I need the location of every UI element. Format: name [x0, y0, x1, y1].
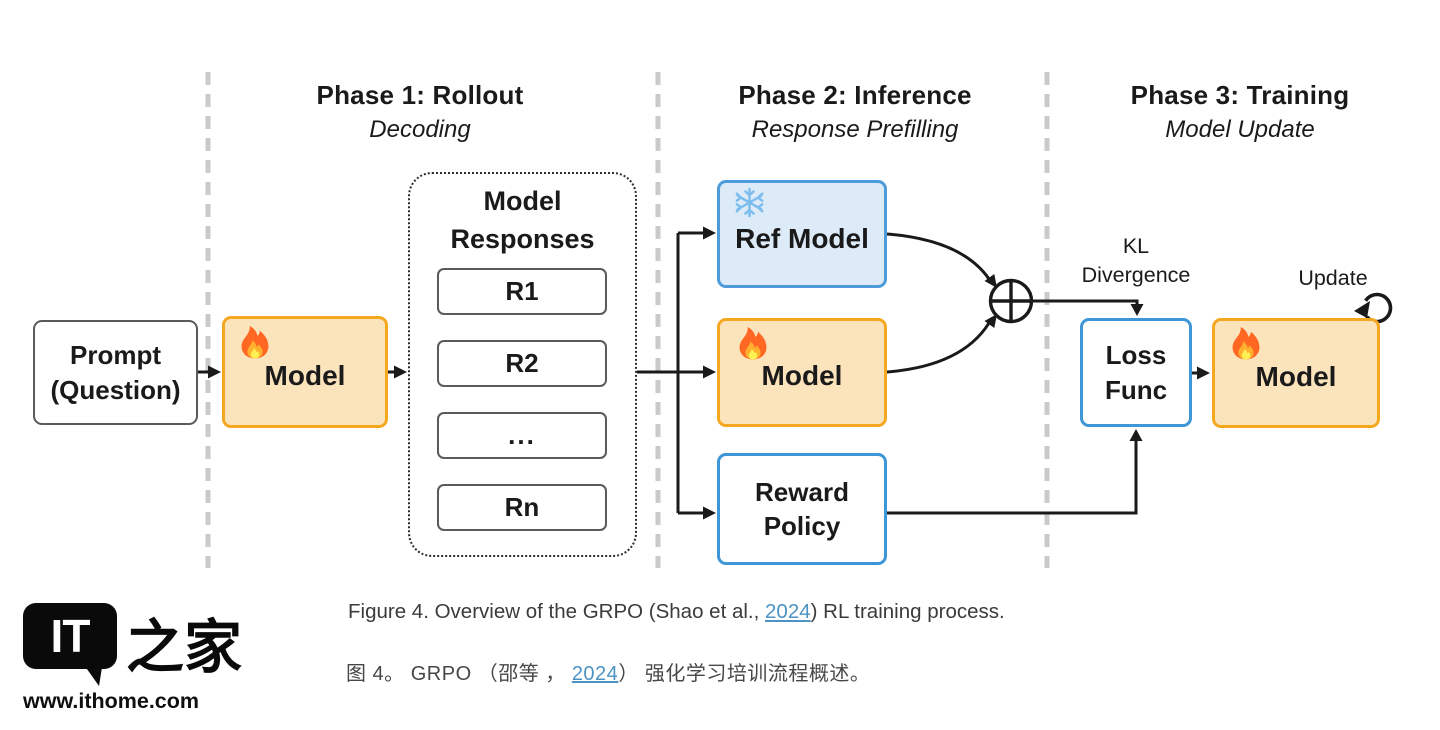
- response-label: ...: [508, 420, 536, 451]
- loss-func-box: Loss Func: [1080, 318, 1192, 427]
- response-item-r1: R1: [437, 268, 607, 315]
- ithome-logo-it-text: IT: [50, 610, 91, 662]
- response-label: R1: [505, 276, 539, 307]
- caption-cn-prefix: 图 4。 GRPO （邵等 ，: [346, 663, 572, 685]
- phase-1-subtitle: Decoding: [369, 116, 471, 143]
- prompt-line1: Prompt: [70, 340, 161, 371]
- flow-arrows: [198, 231, 1200, 515]
- loss-func-line1: Loss: [1105, 340, 1167, 371]
- phase-3-title: Phase 3: Training: [1130, 80, 1350, 110]
- citation-link-2024-cn[interactable]: 2024: [571, 663, 619, 685]
- response-label: R2: [505, 348, 539, 379]
- caption-en-prefix: Figure 4. Overview of the GRPO (Shao et …: [348, 600, 766, 623]
- ithome-logo-brand-text: 之家: [126, 613, 243, 681]
- phase-1-header: Phase 1: Rollout Decoding: [250, 80, 590, 144]
- kl-label-line2: Divergence: [1081, 263, 1191, 287]
- model-responses-title-line1: Model: [483, 186, 562, 216]
- phase-2-title: Phase 2: Inference: [738, 80, 972, 110]
- phase-3-header: Phase 3: Training Model Update: [1070, 80, 1410, 144]
- phase-separator-lines: [205, 72, 1050, 568]
- reward-policy-line1: Reward: [755, 476, 849, 507]
- update-label: Update: [1298, 266, 1368, 290]
- figure-caption-english: Figure 4. Overview of the GRPO (Shao et …: [348, 600, 1005, 624]
- prompt-box: Prompt (Question): [33, 320, 198, 425]
- rollout-model-label: Model: [264, 359, 346, 391]
- response-item-ellipsis: ...: [437, 412, 607, 459]
- inference-model-label: Model: [761, 360, 843, 392]
- reward-policy-box: Reward Policy: [717, 453, 887, 565]
- response-item-r2: R2: [437, 340, 607, 387]
- kl-label-line1: KL: [1122, 234, 1150, 258]
- phase-1-title: Phase 1: Rollout: [316, 80, 524, 110]
- caption-en-suffix: ) RL training process.: [810, 600, 1005, 623]
- response-item-rn: Rn: [437, 484, 607, 531]
- loss-func-line2: Func: [1104, 374, 1168, 405]
- rollout-model-box: Model: [222, 316, 388, 428]
- ithome-logo-bubble: IT: [23, 603, 117, 669]
- inference-model-box: Model: [717, 318, 887, 427]
- fire-icon: [236, 322, 274, 370]
- phase-3-subtitle: Model Update: [1165, 116, 1315, 143]
- phase-2-header: Phase 2: Inference Response Prefilling: [685, 80, 1025, 144]
- figure-caption-chinese: 图 4。 GRPO （邵等 ， 2024） 强化学习培训流程概述。: [346, 657, 870, 686]
- fire-icon: [734, 323, 772, 371]
- prompt-line2: (Question): [50, 374, 181, 405]
- training-model-label: Model: [1255, 360, 1337, 392]
- response-label: Rn: [504, 492, 540, 523]
- phase-2-subtitle: Response Prefilling: [751, 116, 959, 143]
- training-model-box: Model: [1212, 318, 1380, 428]
- citation-link-2024-en[interactable]: 2024: [765, 600, 811, 623]
- plus-circle-icon: [988, 278, 1034, 324]
- model-responses-title-line2: Responses: [450, 224, 595, 254]
- ithome-logo-url: www.ithome.com: [23, 689, 199, 713]
- caption-cn-suffix: ） 强化学习培训流程概述。: [618, 663, 871, 685]
- fire-icon: [1227, 323, 1265, 371]
- reward-policy-line2: Policy: [763, 511, 841, 541]
- model-responses-container: [408, 172, 637, 557]
- snowflake-icon: [734, 187, 765, 228]
- kl-divergence-label: KL Divergence: [1060, 232, 1212, 290]
- model-responses-title: Model Responses: [408, 182, 637, 258]
- arrowheads: [208, 226, 1210, 520]
- ref-model-box: Ref Model: [717, 180, 887, 288]
- ref-model-label: Ref Model: [735, 222, 869, 254]
